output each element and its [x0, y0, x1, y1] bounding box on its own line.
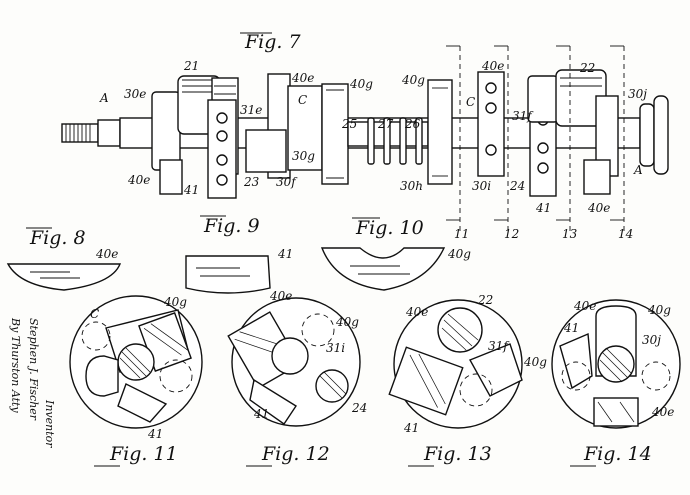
fig13-label-40g: 40g	[523, 355, 547, 369]
fig10-counterweight-40g: Fig. 10 40g	[320, 217, 471, 291]
fig14-title: Fig. 14	[583, 443, 652, 465]
signature-inventor: Inventor	[43, 399, 56, 448]
section-lines	[446, 45, 625, 232]
label-40g-top: 40g	[349, 77, 373, 91]
counterweight-40e-left	[159, 159, 183, 195]
fig12-label-24: 24	[351, 401, 367, 415]
label-40e-top-1: 40e	[291, 71, 314, 85]
label-26: 26	[404, 117, 421, 131]
section-label-11: 11	[454, 227, 469, 241]
fig9-label: 41	[277, 247, 293, 261]
fig12-label-31i: 31i	[326, 341, 345, 355]
fig14-label-40e-bottom: 40e	[651, 405, 674, 419]
fig11-title: Fig. 11	[109, 443, 178, 465]
label-40g-top-2: 40g	[401, 73, 425, 87]
label-C-right: C	[466, 95, 475, 109]
fig13-label-40e: 40e	[405, 305, 428, 319]
fig10-title: Fig. 10	[355, 217, 424, 239]
label-30i: 30i	[472, 179, 491, 193]
fig8-counterweight-40e: Fig. 8 40e	[6, 227, 122, 291]
label-24: 24	[509, 179, 525, 193]
fig14-label-30j: 30j	[642, 333, 661, 347]
fig11-label-40g: 40g	[163, 295, 187, 309]
fig7-title: Fig. 7	[244, 31, 302, 53]
fig13-label-41: 41	[403, 421, 419, 435]
fig13-title: Fig. 13	[423, 443, 492, 465]
label-27: 27	[377, 117, 394, 131]
fig11-section: Fig. 11 C 40g 41	[69, 295, 203, 467]
label-40e-bottom-2: 40e	[587, 201, 610, 215]
label-21: 21	[183, 59, 199, 73]
fig13-section: Fig. 13 40e 22 31f 40g 41	[388, 293, 547, 467]
fig13-label-31f: 31f	[488, 339, 510, 353]
section-label-14: 14	[618, 227, 633, 241]
fig9-block-41: Fig. 9 41	[185, 215, 293, 294]
fig12-title: Fig. 12	[261, 443, 330, 465]
label-40e-bottom-1: 40e	[127, 173, 150, 187]
label-23: 23	[243, 175, 260, 189]
label-25: 25	[341, 117, 357, 131]
label-40e-top-2: 40e	[481, 59, 504, 73]
label-31f: 31f	[512, 109, 534, 123]
counterweight-40g-right	[427, 79, 453, 185]
section-label-12: 12	[504, 227, 519, 241]
flywheel-flange	[639, 95, 669, 175]
fig7-crankshaft: Fig. 7	[61, 31, 669, 241]
label-41-bottom-1: 41	[183, 183, 199, 197]
label-30g: 30g	[292, 149, 315, 163]
fig8-label: 40e	[95, 247, 118, 261]
ribbed-journal	[347, 117, 429, 165]
label-C-left: C	[298, 93, 307, 107]
label-A-right: A	[633, 163, 643, 177]
fig9-title: Fig. 9	[203, 215, 260, 237]
fig14-section: Fig. 14 40e 40g 41 30j 40e	[551, 299, 681, 467]
bearing-stack-30i	[477, 71, 505, 177]
crank-web-30f	[245, 73, 323, 179]
fig12-label-40e: 40e	[269, 289, 292, 303]
fig11-label-C: C	[90, 307, 99, 321]
bearing-stack-31e	[207, 99, 237, 199]
label-30f: 30f	[276, 175, 298, 189]
counterweight-40e-right	[583, 159, 611, 195]
label-30j: 30j	[628, 87, 647, 101]
label-30e: 30e	[124, 87, 146, 101]
label-30h: 30h	[400, 179, 423, 193]
counterweight-40g-left	[321, 83, 349, 185]
label-22: 22	[579, 61, 595, 75]
signature-name: Stephen J. Fischer	[27, 318, 40, 421]
threaded-shaft-end	[61, 119, 121, 147]
label-31e: 31e	[240, 103, 262, 117]
fig12-section: Fig. 12 40e 40g 31i 24 41	[227, 289, 367, 467]
crank-web-30j	[527, 69, 619, 177]
fig12-label-41: 41	[253, 407, 269, 421]
fig13-label-22: 22	[477, 293, 493, 307]
fig14-label-40e-top: 40e	[573, 299, 596, 313]
signature-attorney: By Thurston Atty	[9, 317, 22, 413]
label-A-left: A	[99, 91, 109, 105]
fig8-title: Fig. 8	[29, 227, 86, 249]
fig12-label-40g: 40g	[335, 315, 359, 329]
inventor-signature: Inventor Stephen J. Fischer By Thurston …	[9, 317, 56, 448]
fig14-label-41: 41	[563, 321, 579, 335]
label-41-bottom-2: 41	[535, 201, 551, 215]
fig14-label-40g: 40g	[647, 303, 671, 317]
fig11-label-41: 41	[147, 427, 163, 441]
section-label-13: 13	[562, 227, 578, 241]
fig10-label: 40g	[447, 247, 471, 261]
